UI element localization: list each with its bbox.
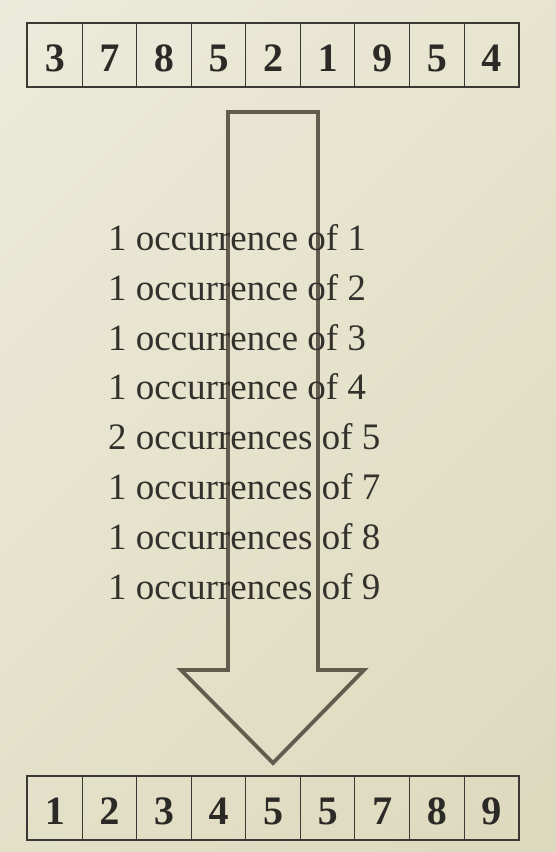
array-cell: 3 [28,24,83,86]
array-cell: 4 [481,34,502,80]
array-cell: 8 [137,24,192,86]
array-cell: 3 [137,777,192,839]
array-cell: 4 [192,777,247,839]
sorted-array: 1 2 3 4 5 5 7 8 9 [26,775,520,841]
array-cell: 5 [246,777,301,839]
count-item: 2 occurrences of 5 [108,417,381,459]
count-item: 1 occurrence of 4 [108,367,366,409]
count-item: 1 occurrence of 1 [108,218,366,259]
input-array: 3 7 8 5 2 1 9 5 4 [26,22,520,88]
array-cell: 8 [410,777,465,839]
array-cell: 2 [83,777,138,839]
count-item: 1 occurrences of 9 [108,566,381,608]
array-cell: 9 [355,24,410,86]
occurrence-counts-list: 1 occurrence of 1 1 occurrence of 2 1 oc… [108,214,380,612]
array-cell: 7 [355,777,410,839]
array-cell: 1 [28,777,83,839]
array-cell: 9 [481,787,502,833]
count-item: 1 occurrence of 3 [108,317,366,359]
count-item: 1 occurrences of 8 [108,516,381,558]
array-cell: 5 [301,777,356,839]
array-cell: 5 [410,24,465,86]
array-cell: 5 [192,24,247,86]
count-item: 1 occurrences of 7 [108,466,381,508]
array-cell: 2 [246,24,301,86]
array-cell: 1 [301,24,356,86]
count-item: 1 occurrence of 2 [108,267,366,309]
array-cell: 7 [83,24,138,86]
